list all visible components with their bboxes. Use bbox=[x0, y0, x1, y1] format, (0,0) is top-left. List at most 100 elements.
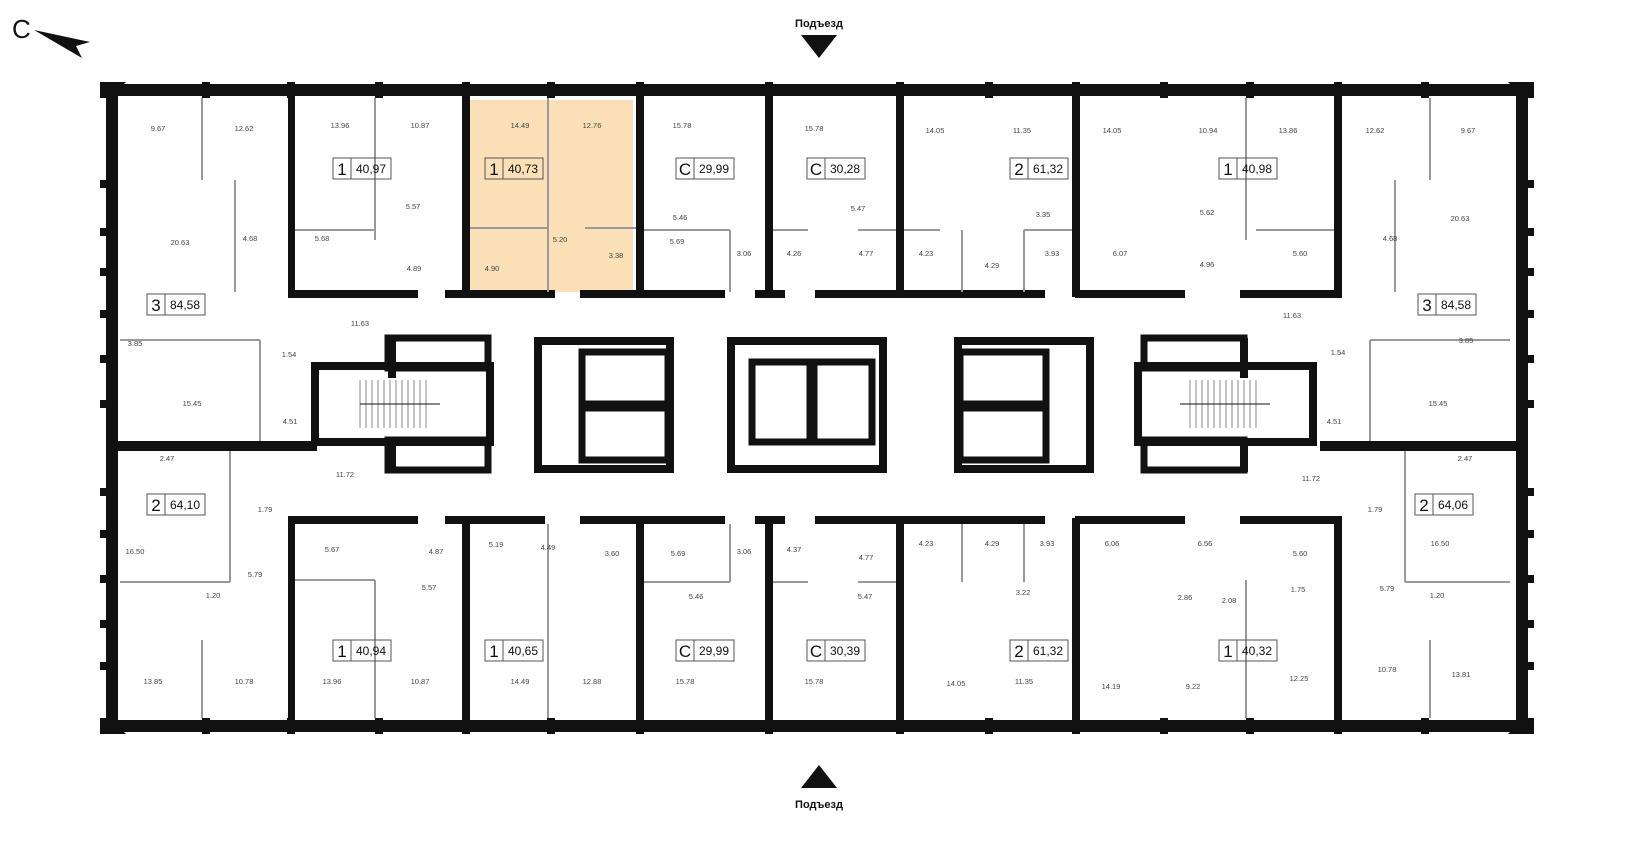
apartment-type: С bbox=[679, 642, 691, 661]
stairwell-left bbox=[311, 334, 494, 474]
room-area: 3.06 bbox=[737, 249, 752, 258]
apartment-area: 61,32 bbox=[1033, 644, 1063, 658]
room-area: 13.96 bbox=[331, 121, 350, 130]
apartment-type: С bbox=[679, 160, 691, 179]
apartment-area: 29,99 bbox=[699, 644, 729, 658]
apartment-type: 1 bbox=[1223, 642, 1232, 661]
apartment-type: 2 bbox=[1419, 496, 1428, 515]
room-area: 11.72 bbox=[1302, 474, 1320, 483]
room-area: 5.79 bbox=[248, 570, 263, 579]
room-area: 14.49 bbox=[511, 121, 530, 130]
room-area: 16.50 bbox=[126, 547, 145, 556]
apartment-tag[interactable]: С 30,28 bbox=[806, 157, 866, 180]
room-area: 4.51 bbox=[283, 417, 298, 426]
room-area: 3.93 bbox=[1045, 249, 1060, 258]
room-area: 1.75 bbox=[1291, 585, 1306, 594]
apartment-area: 30,28 bbox=[830, 162, 860, 176]
room-area: 11.63 bbox=[1283, 311, 1301, 320]
apartment-area-box bbox=[1432, 493, 1474, 516]
apartment-type: С bbox=[810, 160, 822, 179]
room-area: 14.19 bbox=[1102, 682, 1121, 691]
highlight-fill bbox=[470, 100, 633, 292]
room-area: 11.63 bbox=[351, 319, 369, 328]
room-area: 3.22 bbox=[1016, 588, 1031, 597]
apartment-area-box bbox=[350, 157, 392, 180]
room-area: 9.67 bbox=[1461, 126, 1476, 135]
room-area: 5.69 bbox=[670, 237, 685, 246]
room-area: 1.79 bbox=[258, 505, 273, 514]
apartment-area-box bbox=[824, 639, 866, 662]
partitions bbox=[120, 98, 1510, 718]
apartment-type: 1 bbox=[489, 642, 498, 661]
apartment-type: 1 bbox=[337, 642, 346, 661]
apartment-area-box bbox=[1435, 293, 1477, 316]
apartment-area: 40,98 bbox=[1242, 162, 1272, 176]
room-area: 4.68 bbox=[243, 234, 258, 243]
bearing-walls bbox=[112, 92, 1522, 723]
apartment-type: 1 bbox=[1223, 160, 1232, 179]
room-area: 1.20 bbox=[1430, 591, 1445, 600]
room-area: 5.47 bbox=[858, 592, 873, 601]
room-area: 3.06 bbox=[737, 547, 752, 556]
room-area: 5.47 bbox=[851, 204, 866, 213]
room-area: 12.25 bbox=[1290, 674, 1309, 683]
room-area: 13.96 bbox=[323, 677, 342, 686]
room-area: 4.29 bbox=[985, 261, 1000, 270]
apartment-area-box bbox=[693, 639, 735, 662]
apartment-tag[interactable]: С 29,99 bbox=[675, 639, 735, 662]
room-area: 2.08 bbox=[1222, 596, 1237, 605]
room-area: 5.60 bbox=[1293, 549, 1308, 558]
room-area: 11.35 bbox=[1015, 677, 1033, 686]
apartment-area-box bbox=[164, 293, 206, 316]
room-area: 13.86 bbox=[1279, 126, 1298, 135]
room-area: 16.50 bbox=[1431, 539, 1450, 548]
room-area: 4.29 bbox=[985, 539, 1000, 548]
apartment-area: 40,32 bbox=[1242, 644, 1272, 658]
room-area: 4.90 bbox=[485, 264, 500, 273]
room-area: 5.62 bbox=[1200, 208, 1215, 217]
room-area: 4.96 bbox=[1200, 260, 1215, 269]
apartment-area-box bbox=[1027, 157, 1069, 180]
apartment-area: 40,65 bbox=[508, 644, 538, 658]
apartment-tag[interactable]: С 29,99 bbox=[675, 157, 735, 180]
elevator-cores bbox=[534, 337, 1094, 473]
apartment-type: 1 bbox=[489, 160, 498, 179]
north-indicator: С bbox=[12, 14, 90, 58]
room-area: 4.26 bbox=[787, 249, 802, 258]
stairwell-right bbox=[1134, 334, 1317, 474]
room-area: 6.56 bbox=[1198, 539, 1213, 548]
room-area: 1.54 bbox=[282, 350, 297, 359]
highlighted-apartment[interactable] bbox=[470, 100, 633, 292]
apartment-area: 64,06 bbox=[1438, 498, 1468, 512]
room-area: 6.06 bbox=[1105, 539, 1120, 548]
room-area: 4.51 bbox=[1327, 417, 1342, 426]
apartment-area: 40,94 bbox=[356, 644, 386, 658]
north-arrow-icon bbox=[34, 30, 90, 58]
room-area: 9.67 bbox=[151, 124, 166, 133]
room-area: 20.63 bbox=[171, 238, 190, 247]
apartment-area: 29,99 bbox=[699, 162, 729, 176]
room-area: 1.79 bbox=[1368, 505, 1383, 514]
room-area: 5.57 bbox=[422, 583, 437, 592]
room-area: 15.45 bbox=[183, 399, 202, 408]
room-area: 4.77 bbox=[859, 249, 874, 258]
room-area: 20.63 bbox=[1451, 214, 1470, 223]
room-area: 13.81 bbox=[1452, 670, 1471, 679]
apartment-type: С bbox=[810, 642, 822, 661]
apartment-area-box bbox=[1027, 639, 1069, 662]
